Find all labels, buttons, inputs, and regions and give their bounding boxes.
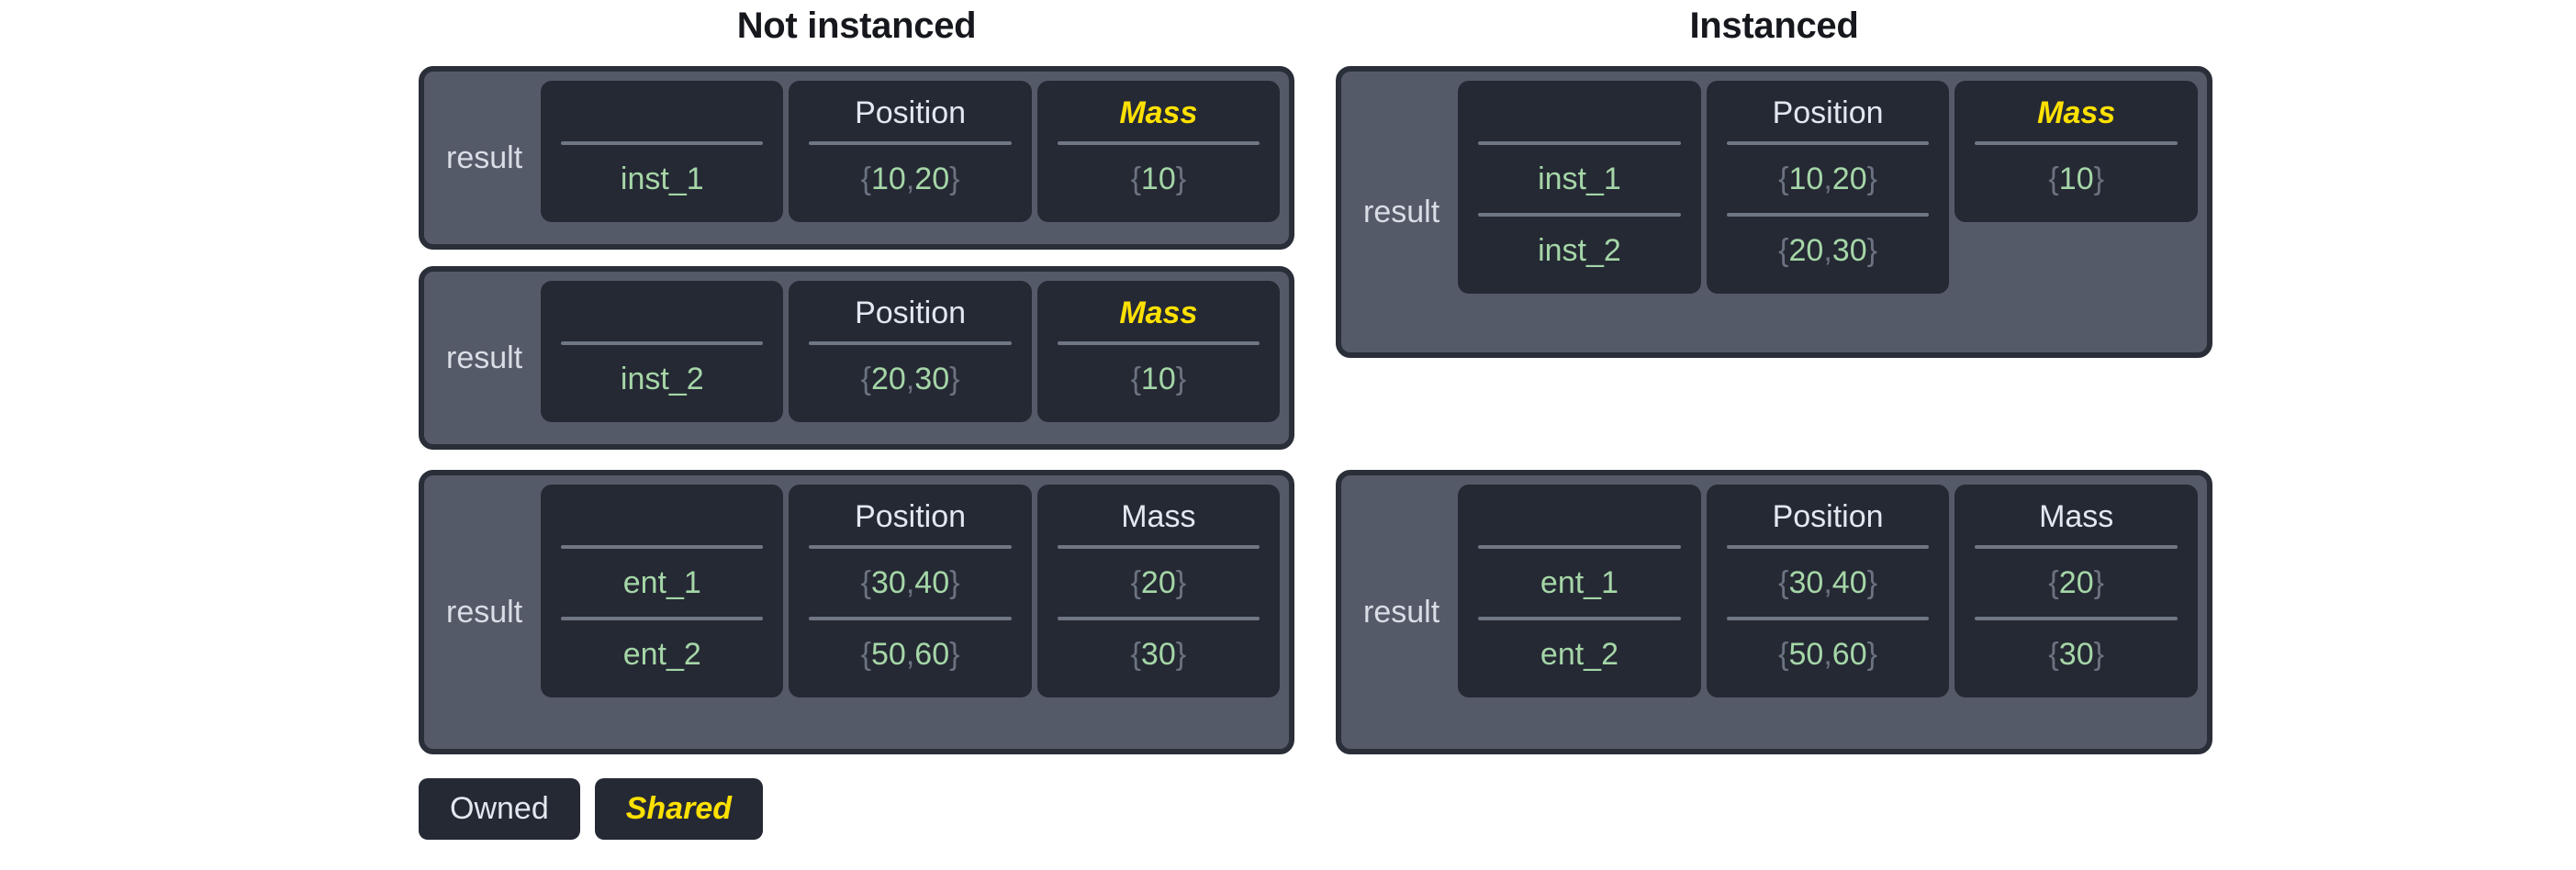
column-header-mass: Mass — [1121, 498, 1196, 534]
result-panel: result inst_1 Position {10, 20} Mass {10} — [419, 66, 1294, 250]
table-column-name: inst_1 — [541, 81, 784, 222]
table-cell-position: {20, 30} — [1778, 232, 1877, 268]
column-header-position: Position — [855, 295, 967, 330]
column-title-not-instanced: Not instanced — [736, 6, 977, 46]
row-divider — [809, 545, 1012, 549]
table-column-position: Position {20, 30} — [789, 281, 1032, 422]
row-divider — [1478, 213, 1681, 217]
table-column-position: Position {10, 20} {20, 30} — [1706, 81, 1950, 294]
result-panel: result inst_1 inst_2 Position {10, 20} {20, … — [1336, 66, 2212, 358]
table-column-position: Position {30, 40} {50, 60} — [789, 485, 1032, 697]
row-divider — [561, 617, 764, 620]
table-cell-name: ent_2 — [622, 636, 701, 672]
table-column-name: inst_2 — [541, 281, 784, 422]
table-column-position: Position {30, 40} {50, 60} — [1706, 485, 1950, 697]
table-cell-name: inst_1 — [620, 161, 704, 196]
column-header-position: Position — [1772, 95, 1884, 130]
row-divider — [1726, 141, 1930, 145]
table-columns: ent_1 ent_2 Position {30, 40} {50, 60} Mass {2… — [541, 485, 1280, 740]
row-divider — [1975, 545, 2178, 549]
row-divider — [1057, 545, 1260, 549]
table-column-name: ent_1 ent_2 — [1458, 485, 1701, 697]
row-divider — [1478, 141, 1681, 145]
table-cell-name: ent_2 — [1540, 636, 1618, 672]
result-label: result — [446, 594, 523, 630]
row-divider — [1975, 617, 2178, 620]
column-header-position: Position — [1772, 498, 1884, 534]
table-cell-name: inst_2 — [1538, 232, 1621, 268]
column-header-mass: Mass — [2037, 95, 2116, 130]
table-column-mass: Mass {10} — [1036, 281, 1280, 422]
row-divider — [1057, 617, 1260, 620]
table-cell-position: {10, 20} — [1778, 161, 1877, 196]
result-panel: result inst_2 Position {20, 30} Mass {10} — [419, 266, 1294, 450]
column-header-name — [555, 494, 768, 540]
table-columns: ent_1 ent_2 Position {30, 40} {50, 60} Mass {2… — [1458, 485, 2199, 740]
row-divider — [809, 617, 1012, 620]
column-header-mass: Mass — [2039, 498, 2114, 534]
table-column-name: inst_1 inst_2 — [1458, 81, 1701, 294]
table-cell-mass: {10} — [1130, 361, 1187, 396]
column-header-mass: Mass — [1119, 295, 1198, 330]
row-divider — [1478, 617, 1681, 620]
result-panel: result ent_1 ent_2 Position {30, 40} {50, 60… — [1336, 470, 2212, 754]
table-cell-position: {10, 20} — [860, 161, 960, 196]
table-cell-position: {30, 40} — [860, 564, 960, 600]
row-divider — [809, 141, 1012, 145]
column-header-position: Position — [855, 498, 967, 534]
table-column-mass: Mass {20} {30} — [1954, 485, 2199, 697]
row-divider — [561, 341, 764, 345]
table-cell-position: {50, 60} — [860, 636, 960, 672]
table-cell-mass: {20} — [1130, 564, 1187, 600]
table-cell-name: inst_1 — [1538, 161, 1621, 196]
legend-chip-shared[interactable]: Shared — [594, 778, 763, 840]
table-cell-mass: {10} — [2048, 161, 2104, 196]
table-column-mass: Mass {10} — [1954, 81, 2199, 222]
table-columns: inst_2 Position {20, 30} Mass {10} — [541, 281, 1280, 435]
result-label: result — [446, 139, 523, 175]
table-cell-position: {30, 40} — [1778, 564, 1877, 600]
table-column-name: ent_1 ent_2 — [541, 485, 784, 697]
column-header-position: Position — [855, 95, 967, 130]
table-cell-position: {20, 30} — [860, 361, 960, 396]
column-header-name — [1473, 494, 1686, 540]
column-header-mass: Mass — [1119, 95, 1198, 130]
row-divider — [1478, 545, 1681, 549]
row-divider — [1057, 341, 1260, 345]
result-label: result — [1363, 594, 1440, 630]
table-column-position: Position {10, 20} — [789, 81, 1032, 222]
row-divider — [809, 341, 1012, 345]
table-cell-name: ent_1 — [622, 564, 701, 600]
table-cell-mass: {30} — [1130, 636, 1187, 672]
table-cell-name: ent_1 — [1540, 564, 1618, 600]
table-cell-mass: {20} — [2048, 564, 2104, 600]
table-cell-position: {50, 60} — [1778, 636, 1877, 672]
table-cell-name: inst_2 — [620, 361, 704, 396]
table-columns: inst_1 Position {10, 20} Mass {10} — [541, 81, 1280, 235]
column-header-name — [555, 90, 768, 136]
row-divider — [1726, 617, 1930, 620]
row-divider — [561, 141, 764, 145]
row-divider — [561, 545, 764, 549]
column-header-name — [555, 290, 768, 336]
table-cell-mass: {10} — [1130, 161, 1187, 196]
row-divider — [1057, 141, 1260, 145]
result-label: result — [446, 340, 523, 375]
result-label: result — [1363, 194, 1440, 229]
legend-chip-owned[interactable]: Owned — [419, 778, 580, 840]
result-panel: result ent_1 ent_2 Position {30, 40} {50, 60… — [419, 470, 1294, 754]
column-header-name — [1473, 90, 1686, 136]
table-column-mass: Mass {10} — [1036, 81, 1280, 222]
row-divider — [1975, 141, 2178, 145]
row-divider — [1726, 545, 1930, 549]
column-title-instanced: Instanced — [1689, 6, 1859, 46]
table-columns: inst_1 inst_2 Position {10, 20} {20, 30} Mass… — [1458, 81, 2199, 343]
row-divider — [1726, 213, 1930, 217]
table-cell-mass: {30} — [2048, 636, 2104, 672]
table-column-mass: Mass {20} {30} — [1036, 485, 1280, 697]
